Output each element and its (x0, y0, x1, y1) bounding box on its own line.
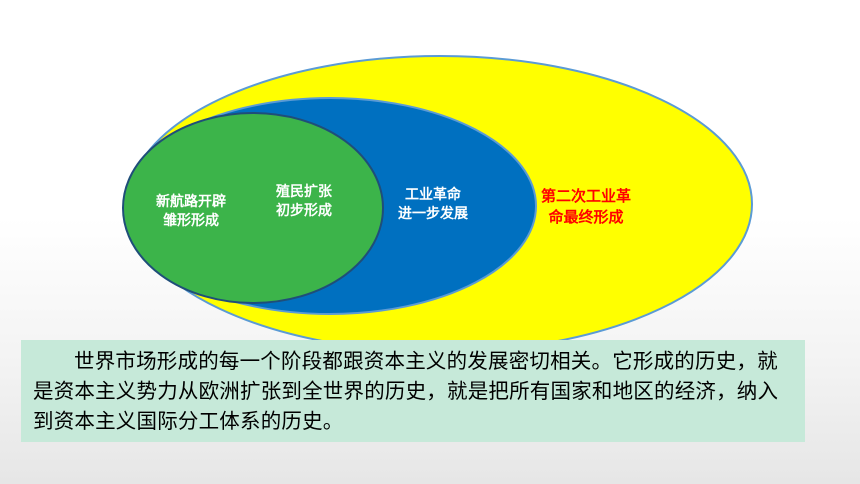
summary-paragraph: 世界市场形成的每一个阶段都跟资本主义的发展密切相关。它形成的历史，就是资本主义势… (21, 340, 805, 442)
label-second-industrial-revolution: 第二次工业革 命最终形成 (540, 187, 631, 226)
label-new-sea-route: 新航路开辟 雏形形成 (156, 194, 226, 229)
inner-ellipse-green (122, 112, 384, 304)
label-colonial-expansion: 殖民扩张 初步形成 (276, 184, 332, 219)
label-industrial-revolution: 工业革命 进一步发展 (398, 187, 468, 222)
